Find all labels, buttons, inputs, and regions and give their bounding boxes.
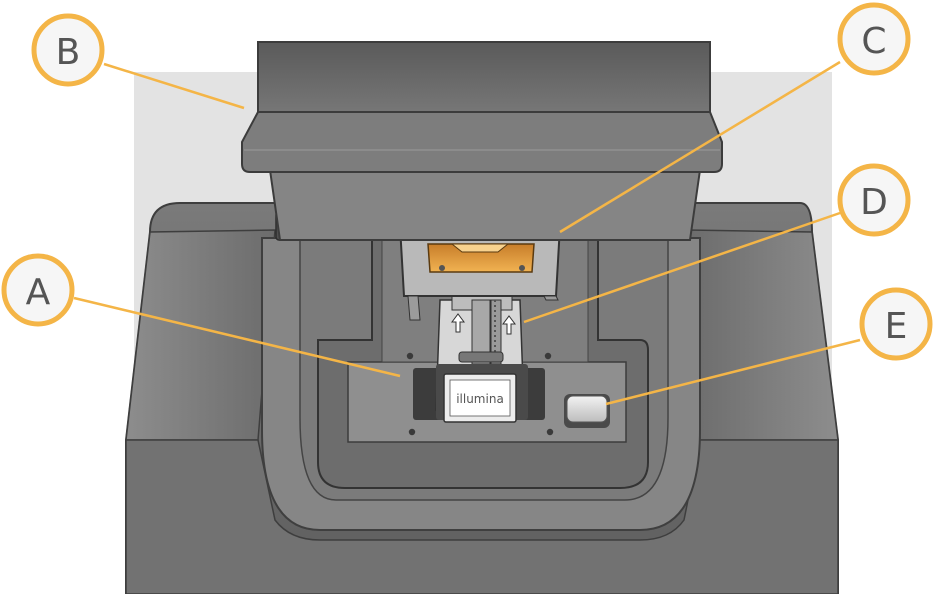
callout-c-label: C (861, 21, 886, 62)
callout-b: B (31, 13, 105, 87)
stage-screws (406, 352, 554, 436)
leader-line-a (73, 296, 401, 378)
up-arrow-left-icon (451, 313, 465, 333)
status-button[interactable] (564, 394, 610, 428)
leader-line-c (559, 60, 841, 234)
callout-d-label: D (860, 182, 888, 223)
brand-label: illumina (456, 392, 504, 406)
flow-cell-holder: illumina (436, 364, 528, 423)
callout-a: A (1, 253, 75, 327)
leader-lines (73, 60, 861, 406)
leader-line-d (523, 211, 841, 324)
instrument-lid (241, 41, 723, 241)
callout-e: E (859, 287, 933, 361)
callout-a-label: A (26, 272, 51, 313)
right-side-panel (687, 229, 839, 441)
up-arrow-right-icon (502, 315, 516, 335)
callout-b-label: B (56, 32, 81, 73)
leader-line-e (605, 338, 861, 406)
left-side-panel (125, 229, 276, 441)
callout-c: C (837, 2, 911, 76)
callout-d: D (837, 163, 911, 237)
leader-line-b (103, 62, 245, 110)
callout-e-label: E (885, 306, 908, 347)
